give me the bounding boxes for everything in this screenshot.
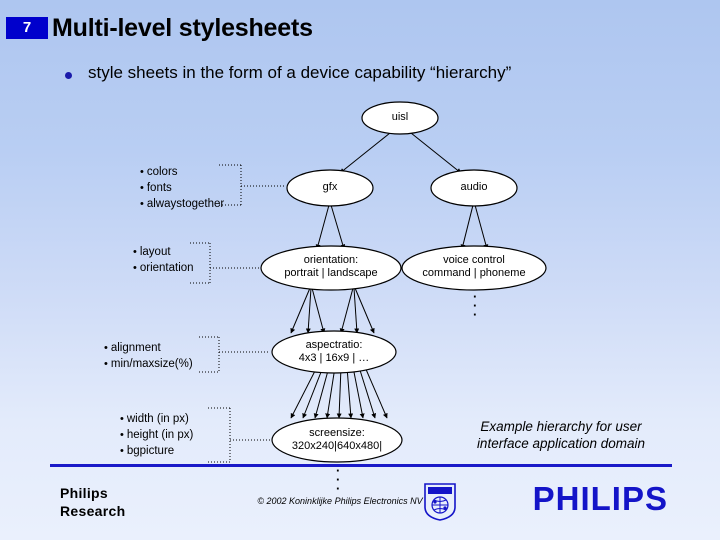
annotation-screensize-line-3: bgpicture [120, 443, 193, 459]
ellipsis-dot-5: · [336, 472, 341, 487]
node-aspectratio-line1: aspectratio: [305, 339, 363, 351]
node-screensize-line2: 320x240|640x480| [291, 440, 383, 452]
node-screensize-line1: screensize: [309, 427, 365, 439]
annotation-screensize-props: width (in px) height (in px) bgpicture [120, 411, 193, 459]
annotation-screensize-line-2: height (in px) [120, 427, 193, 443]
footer-brand-line-2: Research [60, 503, 126, 519]
diagram-caption-line-2: interface application domain [476, 436, 646, 451]
bullet-text: style sheets in the form of a device cap… [88, 63, 512, 82]
annotation-orientation-line-2: orientation [133, 260, 194, 276]
footer-brand: Philips Research [60, 484, 125, 520]
node-orientation-line2: portrait | landscape [284, 267, 378, 279]
annotation-gfx-line-2: fonts [140, 180, 224, 196]
ellipsis-dot-2: · [473, 298, 478, 313]
annotation-screensize-line-1: width (in px) [120, 411, 193, 427]
node-label-orientation: orientation: portrait | landscape [261, 254, 401, 280]
philips-wordmark: PHILIPS [532, 480, 668, 517]
annotation-gfx-props: colors fonts alwaystogether [140, 164, 224, 212]
footer-divider [50, 464, 672, 467]
node-gfx-line1: gfx [322, 181, 338, 193]
diagram-caption-line-1: Example hierarchy for user [480, 419, 642, 434]
node-label-voice: voice control command | phoneme [402, 254, 546, 280]
node-label-audio: audio [431, 181, 517, 194]
annotation-aspectratio-props: alignment min/maxsize(%) [104, 340, 193, 372]
node-aspectratio-line2: 4x3 | 16x9 | … [298, 352, 370, 364]
annotation-gfx-line-3: alwaystogether [140, 196, 224, 212]
ellipsis-dot-6: · [336, 481, 341, 496]
ellipsis-below-voice-control: · · · [473, 289, 478, 322]
footer-copyright: © 2002 Koninklijke Philips Electronics N… [257, 496, 423, 506]
node-orientation-line1: orientation: [303, 254, 359, 266]
bullet-dot-icon [65, 72, 72, 79]
node-voice-line1: voice control [443, 254, 505, 266]
footer-brand-line-1: Philips [60, 485, 108, 501]
node-audio-line1: audio [460, 181, 488, 193]
node-label-screensize: screensize: 320x240|640x480| [272, 427, 402, 453]
annotation-gfx-line-1: colors [140, 164, 224, 180]
diagram-caption: Example hierarchy for user interface app… [456, 418, 666, 452]
ellipsis-dot-1: · [473, 289, 478, 304]
ellipsis-dot-4: · [336, 463, 341, 478]
node-label-gfx: gfx [287, 181, 373, 194]
philips-shield-icon [424, 483, 456, 521]
node-uisl-line1: uisl [391, 111, 409, 123]
page-title: Multi-level stylesheets [52, 14, 313, 42]
slide-number-badge: 7 [6, 17, 48, 39]
annotation-orientation-props: layout orientation [133, 244, 194, 276]
annotation-aspectratio-line-1: alignment [104, 340, 193, 356]
ellipsis-dot-3: · [473, 307, 478, 322]
bullet-row: style sheets in the form of a device cap… [60, 63, 680, 89]
annotation-aspectratio-line-2: min/maxsize(%) [104, 356, 193, 372]
annotation-orientation-line-1: layout [133, 244, 194, 260]
node-label-aspectratio: aspectratio: 4x3 | 16x9 | … [272, 339, 396, 365]
ellipsis-below-screensize: · · · [336, 463, 341, 496]
node-voice-line2: command | phoneme [422, 267, 526, 279]
node-label-uisl: uisl [362, 111, 438, 124]
